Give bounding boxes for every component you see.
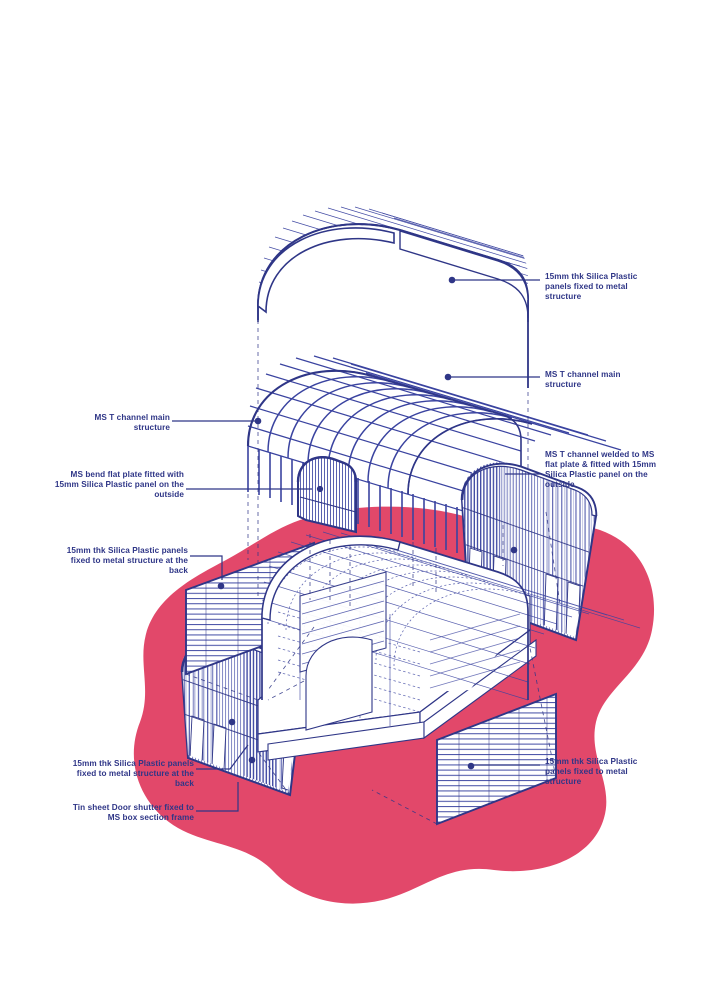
- annotation-end-frame-welded: MS T channel welded to MS flat plate & f…: [545, 450, 657, 489]
- explosion-guide-lines: [185, 320, 561, 825]
- callout-dot-roof-skin: [448, 276, 456, 284]
- callout-dots: [254, 276, 456, 425]
- callout-dot-side-panel-left: [217, 582, 225, 590]
- annotation-roof-panels: 15mm thk Silica Plastic panels fixed to …: [545, 272, 638, 301]
- callout-dot-roof-frame-left: [254, 417, 262, 425]
- bend-flat-plate-arch: [296, 456, 358, 534]
- callout-leaders: [172, 279, 540, 812]
- annotation-right-lower-panels: 15mm thk Silica Plastic panels fixed to …: [545, 757, 638, 786]
- annotation-bottom-back-panels: 15mm thk Silica Plastic panels fixed to …: [72, 759, 194, 788]
- callout-dot-end-wall-right: [510, 546, 518, 554]
- callout-dot-bend-plate: [316, 485, 324, 493]
- assembled-shed: [257, 531, 641, 761]
- annotation-roof-frame: MS T channel main structure: [545, 370, 621, 389]
- callout-dot-roof-frame: [444, 373, 452, 381]
- annotation-left-back-panels: 15mm thk Silica Plastic panels fixed to …: [66, 546, 188, 575]
- callout-dot-end-wall-left: [228, 718, 236, 726]
- callout-dot-side-panel-right: [467, 762, 475, 770]
- annotation-left-roof-frame: MS T channel main structure: [94, 413, 170, 432]
- annotation-bend-flat-plate: MS bend flat plate fitted with 15mm Sili…: [54, 470, 184, 499]
- annotation-door-shutter: Tin sheet Door shutter fixed to MS box s…: [72, 803, 194, 822]
- callout-dot-door-shutter: [248, 756, 256, 764]
